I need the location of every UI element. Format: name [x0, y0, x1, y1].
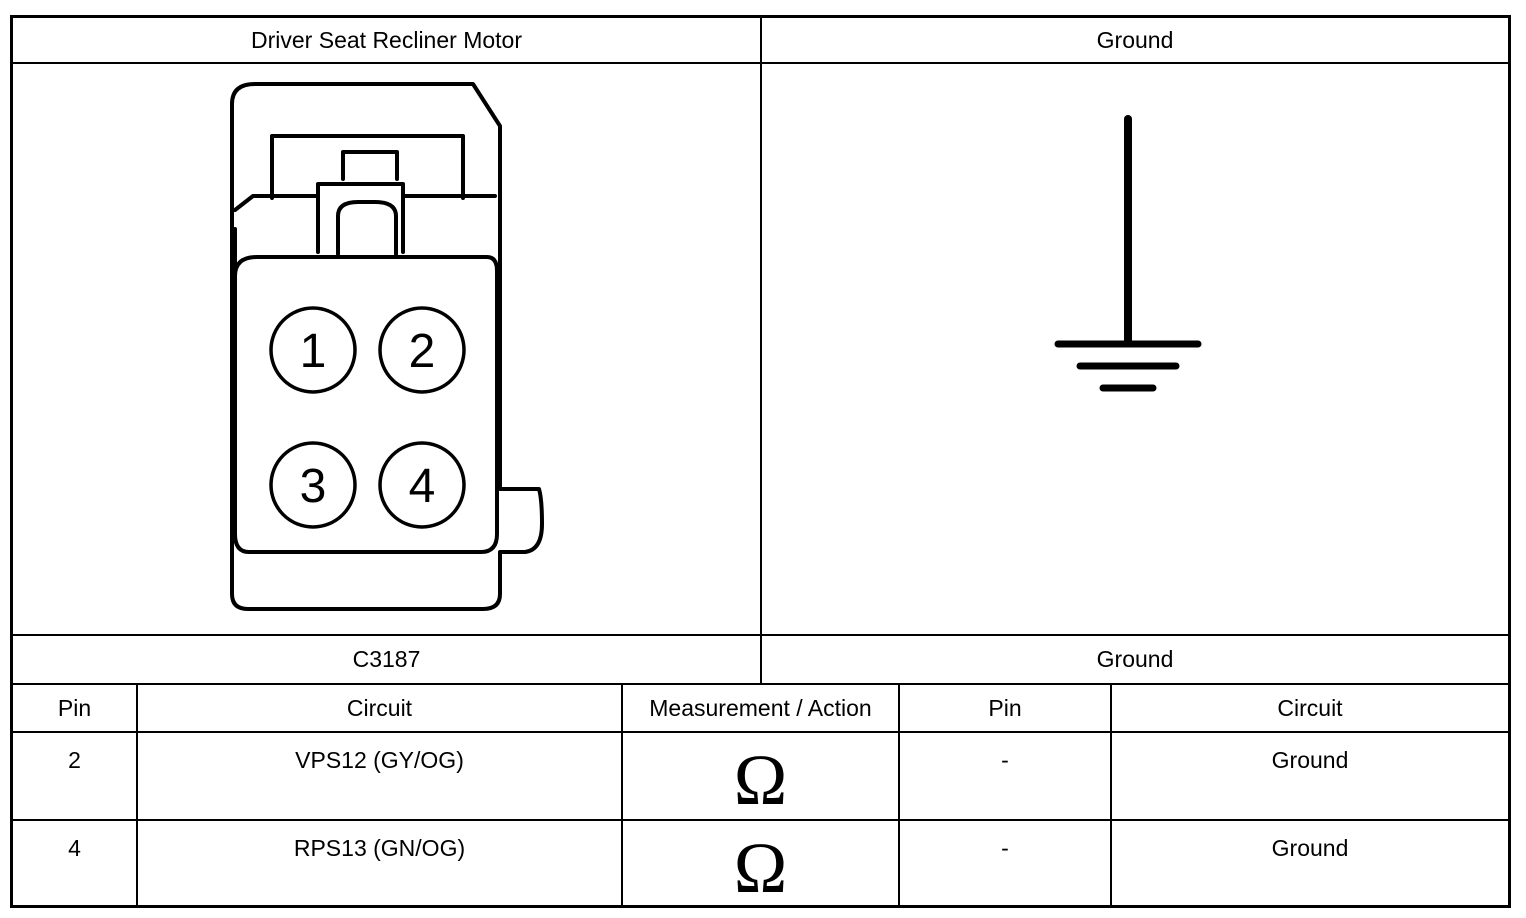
pin-3-circle [269, 441, 357, 529]
pin-1-circle [269, 306, 357, 394]
column-header-measurement: Measurement / Action [649, 694, 872, 721]
pin-4-label: 4 [409, 460, 436, 513]
divider [12, 819, 1509, 821]
pin-1-label: 1 [300, 325, 327, 378]
row-2-pin: 4 [68, 835, 81, 861]
ohm-symbol-icon: Ω [733, 740, 788, 820]
ohm-symbol-icon: Ω [733, 827, 788, 908]
latch-window [336, 200, 398, 256]
pin-3-label: 3 [300, 460, 327, 513]
pin-2-label: 2 [409, 325, 436, 378]
row-2-circuit: RPS13 (GN/OG) [293, 835, 466, 861]
latch-body [316, 194, 405, 254]
row-2-circuit-2: Ground [1271, 835, 1349, 861]
connector-housing-outline [230, 82, 544, 611]
row-1-pin-2: - [1001, 747, 1009, 773]
ground-label: Ground [1096, 646, 1174, 672]
latch-tab [341, 150, 399, 181]
divider [621, 684, 623, 906]
divider [898, 684, 900, 906]
row-1-pin: 2 [68, 747, 81, 773]
latch-hood [270, 134, 465, 200]
connector-id: C3187 [352, 646, 421, 672]
row-1-circuit-2: Ground [1271, 747, 1349, 773]
pin-group: 1 2 3 4 [269, 306, 466, 529]
pin-2-circle [378, 306, 466, 394]
connector-name-header: Driver Seat Recliner Motor [251, 26, 522, 53]
row-2-pin-2: - [1001, 835, 1009, 861]
column-header-pin-2: Pin [988, 694, 1022, 721]
divider [1110, 684, 1112, 906]
ground-header: Ground [1096, 26, 1174, 53]
divider [136, 684, 138, 906]
ground-symbol-icon [1054, 115, 1202, 392]
row-1-circuit: VPS12 (GY/OG) [295, 747, 464, 773]
pin-4-circle [378, 441, 466, 529]
connector-face-icon: 1 2 3 4 [230, 82, 544, 611]
column-header-circuit: Circuit [346, 694, 413, 721]
column-header-pin: Pin [57, 694, 92, 721]
divider [760, 15, 762, 685]
column-header-circuit-2: Circuit [1277, 694, 1343, 721]
divider [12, 731, 1509, 733]
